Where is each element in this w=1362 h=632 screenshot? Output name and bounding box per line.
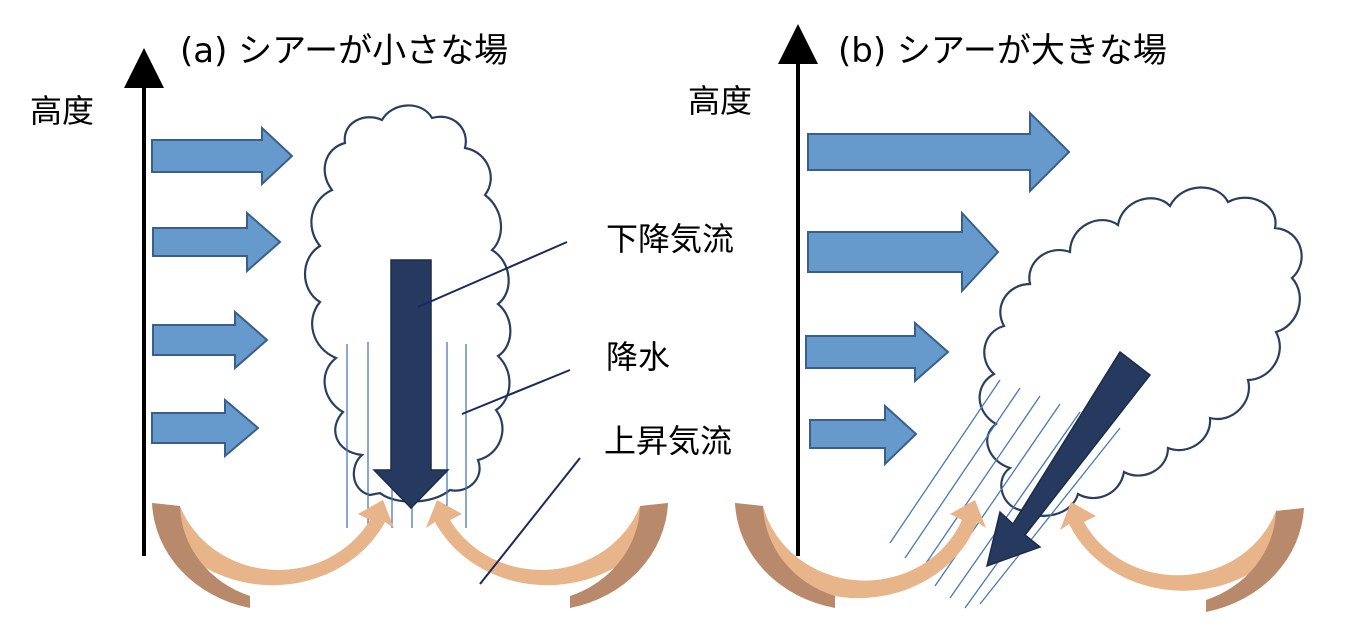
panel-a-downdraft-arrow (372, 259, 450, 510)
panel-b-wind-arrow-2 (807, 210, 1000, 294)
panel-b-downdraft-arrow (985, 350, 1152, 568)
panel-a-updraft-left (152, 500, 394, 586)
label-updraft: 上昇気流 (604, 422, 732, 460)
panel-a-title: (a) シアーが小さな場 (180, 31, 508, 71)
leader-line-precipitation (461, 369, 571, 415)
panel-a-updraft-left-outer (152, 503, 250, 608)
leader-line-downdraft (417, 241, 568, 308)
label-downdraft: 下降気流 (606, 220, 734, 258)
panel-a-wind-arrow-1 (151, 125, 294, 187)
panel-b-title: (b) シアーが大きな場 (838, 31, 1167, 71)
panel-b: (b) シアーが大きな場 高度 (688, 24, 1304, 612)
panel-b-wind-arrow-3 (805, 320, 950, 384)
panel-b-updraft-left (735, 500, 986, 599)
panel-b-altitude-label: 高度 (688, 82, 752, 120)
panel-b-updraft-right-outer (1206, 508, 1304, 612)
panel-b-cloud (978, 186, 1303, 517)
panel-b-updraft-right (1060, 502, 1304, 591)
panel-b-wind-arrow-1 (807, 110, 1071, 194)
panel-a-altitude-label: 高度 (30, 92, 94, 130)
leader-line-updraft (479, 457, 581, 585)
panel-b-updraft-left-outer (735, 503, 835, 608)
panel-a-updraft-right-outer (570, 503, 668, 608)
panel-a-wind-arrow-3 (152, 309, 269, 371)
panel-b-wind-arrow-4 (809, 403, 918, 467)
panel-a: (a) シアーが小さな場 高度 下降気流 (30, 31, 734, 608)
panel-a-wind-arrow-2 (152, 210, 282, 274)
label-precipitation: 降水 (606, 338, 670, 376)
panel-a-updraft-right (426, 500, 668, 586)
panel-a-wind-arrow-4 (151, 397, 260, 459)
